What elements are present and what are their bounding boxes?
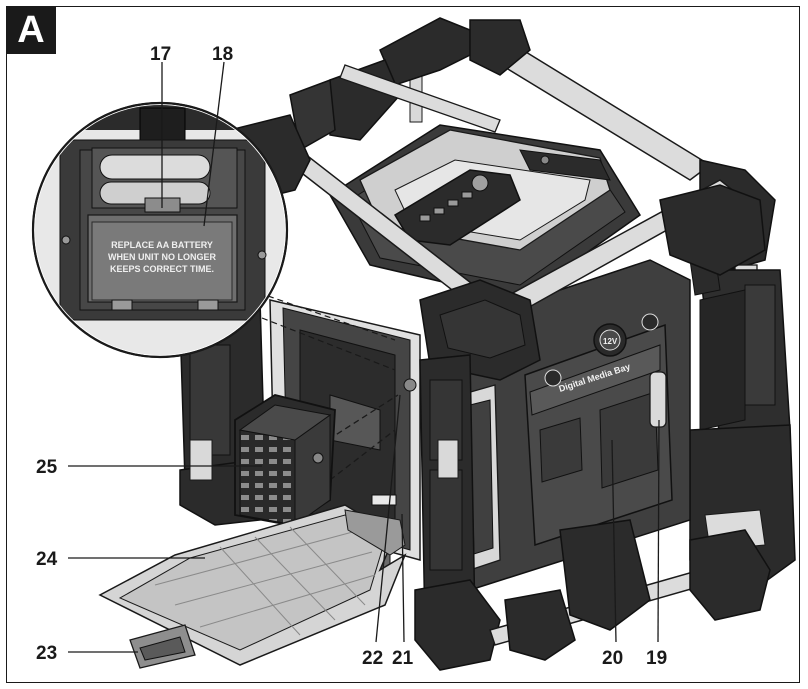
inset-text-line3: KEEPS CORRECT TIME.	[110, 264, 214, 274]
callout-20: 20	[602, 648, 623, 669]
inset-text-line1: REPLACE AA BATTERY	[111, 240, 213, 250]
inset-text-line2: WHEN UNIT NO LONGER	[108, 252, 216, 262]
callout-23: 23	[36, 643, 57, 664]
callout-21: 21	[392, 648, 414, 669]
callout-17: 17	[150, 44, 171, 65]
callout-22: 22	[362, 648, 383, 669]
door-latch[interactable]	[649, 371, 667, 428]
callout-leaders	[68, 61, 660, 653]
figure-label: A	[6, 6, 56, 54]
figure-frame	[6, 6, 800, 683]
top-panel	[328, 124, 642, 301]
socket-label: 12V	[603, 337, 618, 346]
battery-pack[interactable]	[234, 394, 336, 526]
front-roll-cage	[229, 114, 771, 671]
callout-25: 25	[36, 457, 58, 478]
callout-19: 19	[646, 648, 667, 669]
aa-battery-top	[99, 154, 211, 180]
battery-compartment-cover[interactable]	[98, 504, 407, 669]
inset-magnifier: REPLACE AA BATTERY WHEN UNIT NO LONGER K…	[31, 101, 396, 371]
callout-18: 18	[212, 44, 233, 65]
callout-24: 24	[36, 549, 58, 570]
